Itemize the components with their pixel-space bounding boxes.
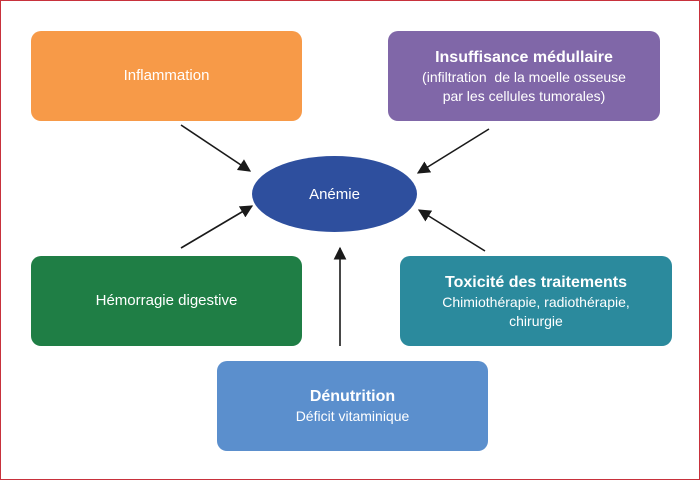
arrow-insuffisance-to-anemie <box>416 128 490 174</box>
arrow-hemorragie-to-anemie <box>180 205 254 249</box>
anemie-label: Anémie <box>309 185 360 203</box>
insuffisance-medullaire-box: Insuffisance médullaire (infiltration de… <box>388 31 660 121</box>
toxicite-traitements-box: Toxicité des traitements Chimiothérapie,… <box>400 256 672 346</box>
denutrition-detail: Déficit vitaminique <box>295 408 410 424</box>
toxicite-traitements-detail-line1: Chimiothérapie, radiothérapie, <box>442 293 630 310</box>
hemorragie-digestive-label: Hémorragie digestive <box>95 292 238 309</box>
arrow-toxicite-to-anemie <box>417 209 486 252</box>
denutrition-title: Dénutrition <box>309 388 396 405</box>
inflammation-box: Inflammation <box>31 31 302 121</box>
insuffisance-medullaire-detail-line2: par les cellules tumorales) <box>442 87 606 104</box>
anemie-center-node: Anémie <box>252 156 417 232</box>
toxicite-traitements-detail-line2: chirurgie <box>509 312 563 329</box>
arrow-inflammation-to-anemie <box>180 124 252 172</box>
inflammation-label: Inflammation <box>123 67 210 84</box>
hemorragie-digestive-box: Hémorragie digestive <box>31 256 302 346</box>
insuffisance-medullaire-detail-line1: (infiltration de la moelle osseuse <box>422 68 626 85</box>
denutrition-box: Dénutrition Déficit vitaminique <box>217 361 488 451</box>
insuffisance-medullaire-title: Insuffisance médullaire <box>435 48 613 66</box>
toxicite-traitements-title: Toxicité des traitements <box>445 273 627 291</box>
